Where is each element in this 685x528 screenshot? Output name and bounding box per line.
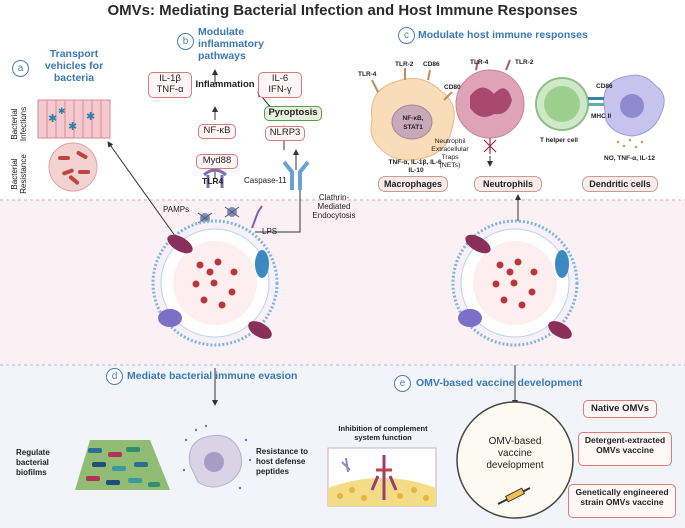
- label-cd80: CD80: [444, 84, 461, 91]
- box-native-omvs: Native OMVs: [583, 400, 657, 418]
- label-inflammation: Inflammation: [195, 79, 255, 90]
- lps-icon: [251, 205, 263, 229]
- vaccine-circle: [456, 401, 574, 519]
- box-il6-ifng: IL-6 IFN-γ: [258, 72, 302, 98]
- section-b-title: Modulate inflammatory pathways: [198, 26, 264, 62]
- pill-neutrophils: Neutrophils: [474, 176, 542, 192]
- section-d-title: Mediate bacterial immune evasion: [127, 370, 298, 382]
- label-cd86-macrophage: CD86: [423, 61, 440, 68]
- biofilm-icon: [75, 440, 170, 490]
- bacterial-resistance-dish-icon: [48, 142, 98, 192]
- label-t-helper-cell: T helper cell: [540, 137, 578, 144]
- label-caspase-11: Caspase-11: [244, 176, 287, 185]
- section-e-title: OMV-based vaccine development: [416, 377, 583, 389]
- complement-inhibition-icon: [327, 447, 437, 507]
- box-pyroptosis: Pyroptosis: [264, 106, 322, 121]
- label-pamps: PAMPs: [163, 205, 190, 214]
- label-mhc-ii: MHC II: [591, 113, 612, 120]
- t-helper-cell-icon: [535, 77, 589, 131]
- pill-macrophages: Macrophages: [378, 176, 448, 192]
- box-nlrp3: NLRP3: [265, 126, 305, 141]
- label-macrophage-cytokines: TNF-α, IL-1β, IL-6, IL-10: [388, 159, 444, 174]
- svg-text:✱: ✱: [48, 113, 57, 125]
- svg-text:✱: ✱: [68, 121, 77, 133]
- bacterial-infection-tissue-icon: ✱✱ ✱✱: [37, 99, 111, 139]
- syringe-icon: [497, 487, 531, 505]
- label-tlr2-neutrophil: TLR-2: [515, 59, 534, 66]
- label-cd86-dendritic: CD86: [596, 83, 613, 90]
- label-complement-inhibition: Inhibition of complement system function: [338, 424, 428, 442]
- svg-text:✱: ✱: [58, 106, 66, 116]
- host-defense-cell-icon: [182, 424, 252, 490]
- section-c-marker: c: [398, 27, 415, 44]
- box-myd88: Myd88: [196, 154, 238, 169]
- label-bacterial-resistance: Bacterial Resistance: [10, 154, 28, 194]
- label-tlr4-neutrophil: TLR-4: [470, 59, 489, 66]
- svg-text:✱: ✱: [86, 111, 95, 123]
- box-nfkb: NF-κB: [198, 124, 236, 139]
- label-nets: Neutrophil Extracellular Traps (NETs): [431, 138, 469, 169]
- section-b-marker: b: [177, 33, 194, 50]
- section-c-title: Modulate host immune responses: [418, 29, 588, 41]
- section-a-title: Transport vehicles for bacteria: [44, 48, 104, 84]
- section-a-marker: a: [12, 60, 29, 77]
- omv-vesicle-right: [451, 219, 579, 347]
- vaccine-center-label: OMV-based vaccine development: [486, 436, 544, 471]
- macrophage-cell-icon: [370, 68, 455, 161]
- label-bacterial-infections: Bacterial Infections: [10, 106, 28, 142]
- figure-title: OMVs: Mediating Bacterial Infection and …: [107, 2, 578, 19]
- box-detergent-omvs: Detergent-extracted OMVs vaccine: [578, 432, 672, 466]
- label-dendritic-cytokines: NO, TNF-α, IL-12: [604, 155, 655, 162]
- section-d-marker: d: [106, 368, 123, 385]
- label-lps: LPS: [262, 227, 278, 236]
- box-engineered-omvs: Genetically engineered strain OMVs vacci…: [568, 484, 676, 518]
- label-resistance-peptides: Resistance to host defense peptides: [256, 447, 309, 476]
- label-tlr4: TLR4: [202, 176, 224, 186]
- neutrophil-cell-icon: [455, 59, 525, 154]
- pill-dendritic-cells: Dendritic cells: [582, 176, 658, 192]
- caspase-receptor-icon: [282, 160, 310, 190]
- section-e-marker: e: [394, 375, 411, 392]
- box-il1b-tnfa: IL-1β TNF-α: [148, 72, 192, 98]
- label-regulate-biofilms: Regulate bacterial biofilms: [16, 448, 50, 477]
- label-nfkb-stat1: NF-κB, STAT1: [402, 115, 424, 131]
- label-tlr2-macrophage: TLR-2: [395, 61, 414, 68]
- dendritic-cell-icon: [588, 74, 665, 149]
- label-clathrin-endocytosis: Clathrin- Mediated Endocytosis: [312, 193, 356, 220]
- pamps-icon: [197, 206, 240, 224]
- omv-vesicle-left: [151, 219, 279, 347]
- label-tlr4-macrophage: TLR-4: [358, 71, 377, 78]
- tlr4-receptor-icon: [202, 168, 228, 188]
